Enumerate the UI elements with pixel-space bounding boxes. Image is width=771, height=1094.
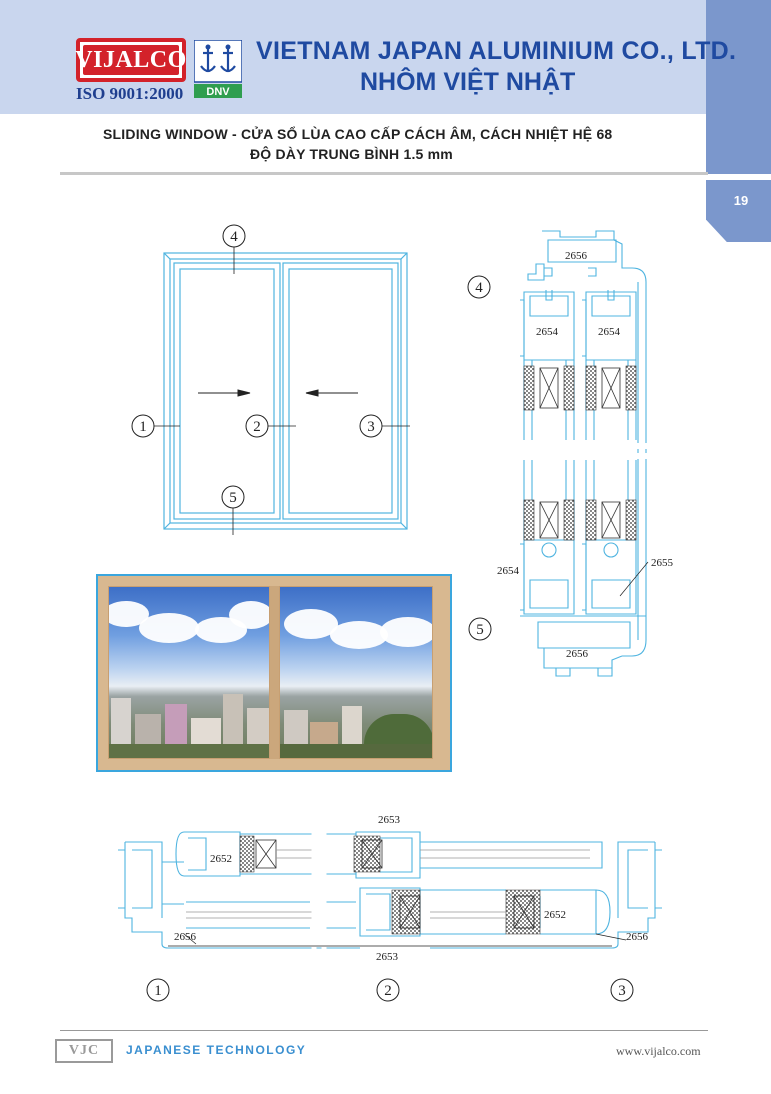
svg-text:1: 1: [139, 419, 147, 435]
photo-right-pane: [279, 586, 433, 759]
vertical-section-glass-spacers: [539, 367, 621, 539]
photo-cloud: [229, 601, 269, 629]
vertical-section-labels: 2656 2654 2654 2654 2655 2656: [497, 250, 674, 660]
photo-left-pane: [108, 586, 270, 759]
vertical-section-break-lines: [515, 443, 650, 459]
horizontal-section-break-lines: [311, 820, 327, 960]
photo-cloud: [380, 617, 432, 647]
horizontal-section-labels: 2653 2652 2652 2656 2653 2656: [174, 814, 649, 963]
vjc-footer-logo: VJC: [55, 1039, 113, 1063]
title-divider: [60, 172, 708, 175]
dnv-certification-icon: DNV: [194, 40, 242, 98]
profile-label-2652-left: 2652: [210, 853, 232, 865]
photo-cloud: [139, 613, 199, 643]
vertical-section-callout-4: 4: [467, 275, 491, 299]
photo-building: [111, 698, 131, 758]
horizontal-section-dimension: [168, 933, 627, 947]
elevation-callout-1: 1: [131, 414, 155, 438]
svg-text:5: 5: [229, 490, 237, 506]
footer-website: www.vijalco.com: [616, 1044, 701, 1058]
photo-building: [223, 694, 243, 758]
svg-text:4: 4: [230, 229, 238, 245]
document-subtitle: ĐỘ DÀY TRUNG BÌNH 1.5 mm: [250, 146, 453, 162]
svg-text:5: 5: [476, 622, 484, 638]
elevation-callout-2: 2: [245, 414, 269, 438]
horizontal-section-callout-1: 1: [146, 978, 170, 1002]
profile-label-2653-bottom: 2653: [376, 951, 399, 963]
horizontal-section-callout-3: 3: [610, 978, 634, 1002]
footer-divider: [60, 1030, 708, 1031]
photo-foreground: [280, 744, 432, 758]
vertical-section-leaders: [619, 561, 649, 597]
vijalco-logo-plate: VIJALCO: [75, 45, 186, 75]
svg-text:1: 1: [154, 983, 162, 999]
svg-text:3: 3: [367, 419, 375, 435]
vijalco-logo: VIJALCO: [75, 38, 186, 82]
photo-foreground: [109, 744, 269, 758]
svg-text:2: 2: [253, 419, 261, 435]
dnv-label: DNV: [206, 86, 230, 98]
horizontal-section-glass-spacers: [255, 839, 535, 929]
profile-label-2656-right: 2656: [626, 931, 649, 943]
svg-text:4: 4: [475, 280, 483, 296]
elevation-callout-4: 4: [222, 224, 246, 248]
company-name-vietnamese: NHÔM VIỆT NHẬT: [360, 68, 576, 96]
horizontal-section-glazing-lines: [186, 849, 590, 919]
document-title: SLIDING WINDOW - CỬA SỔ LÙA CAO CẤP CÁCH…: [103, 126, 613, 142]
vertical-section-callout-5: 5: [468, 617, 492, 641]
svg-text:2: 2: [384, 983, 392, 999]
sliding-direction-arrows: [198, 389, 358, 397]
horizontal-section-drawing: [118, 831, 662, 949]
horizontal-section-gaskets: [239, 835, 541, 935]
profile-label-2656-top: 2656: [565, 250, 588, 262]
vijalco-logo-text: VIJALCO: [75, 46, 187, 73]
profile-label-2655: 2655: [651, 557, 674, 569]
profile-label-2656-left: 2656: [174, 931, 197, 943]
page-number: 19: [733, 193, 749, 208]
photo-mullion: [270, 586, 279, 759]
iso-certification: ISO 9001:2000: [76, 84, 184, 103]
company-name-english: VIETNAM JAPAN ALUMINIUM CO., LTD.: [256, 37, 737, 65]
horizontal-section-callout-2: 2: [376, 978, 400, 1002]
elevation-callout-3: 3: [359, 414, 383, 438]
photo-cloud: [330, 621, 388, 649]
vertical-section-gaskets: [523, 365, 637, 541]
photo-cloud: [284, 609, 338, 639]
elevation-leader-lines: [154, 246, 410, 535]
profile-label-2654-left: 2654: [536, 326, 559, 338]
window-elevation: [163, 252, 408, 530]
profile-label-2654-right: 2654: [598, 326, 621, 338]
profile-label-2652-right: 2652: [544, 909, 566, 921]
profile-label-2653-top: 2653: [378, 814, 401, 826]
side-color-band: [706, 0, 771, 174]
window-product-photo: [96, 574, 452, 772]
profile-label-2656-bottom: 2656: [566, 648, 589, 660]
svg-text:3: 3: [618, 983, 626, 999]
elevation-callout-5: 5: [221, 485, 245, 509]
profile-label-2654-bottom: 2654: [497, 565, 520, 577]
footer-tagline: JAPANESE TECHNOLOGY: [126, 1043, 307, 1057]
